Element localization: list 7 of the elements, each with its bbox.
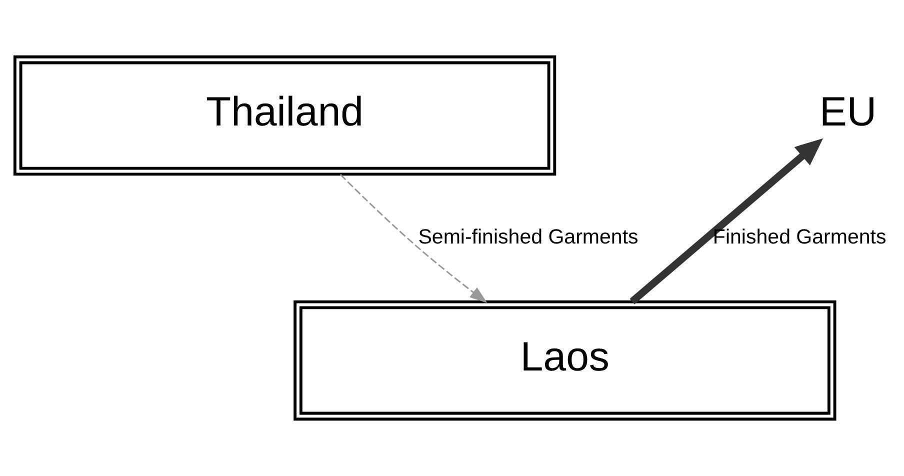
node-box: Thailand [13,55,556,176]
edge-label: Semi-finished Garments [418,225,638,248]
node-text: EU [819,88,877,135]
arrow [340,174,488,304]
edge-label: Finished Garments [712,225,886,248]
arrow [630,138,824,304]
node-box: Laos [294,300,836,421]
